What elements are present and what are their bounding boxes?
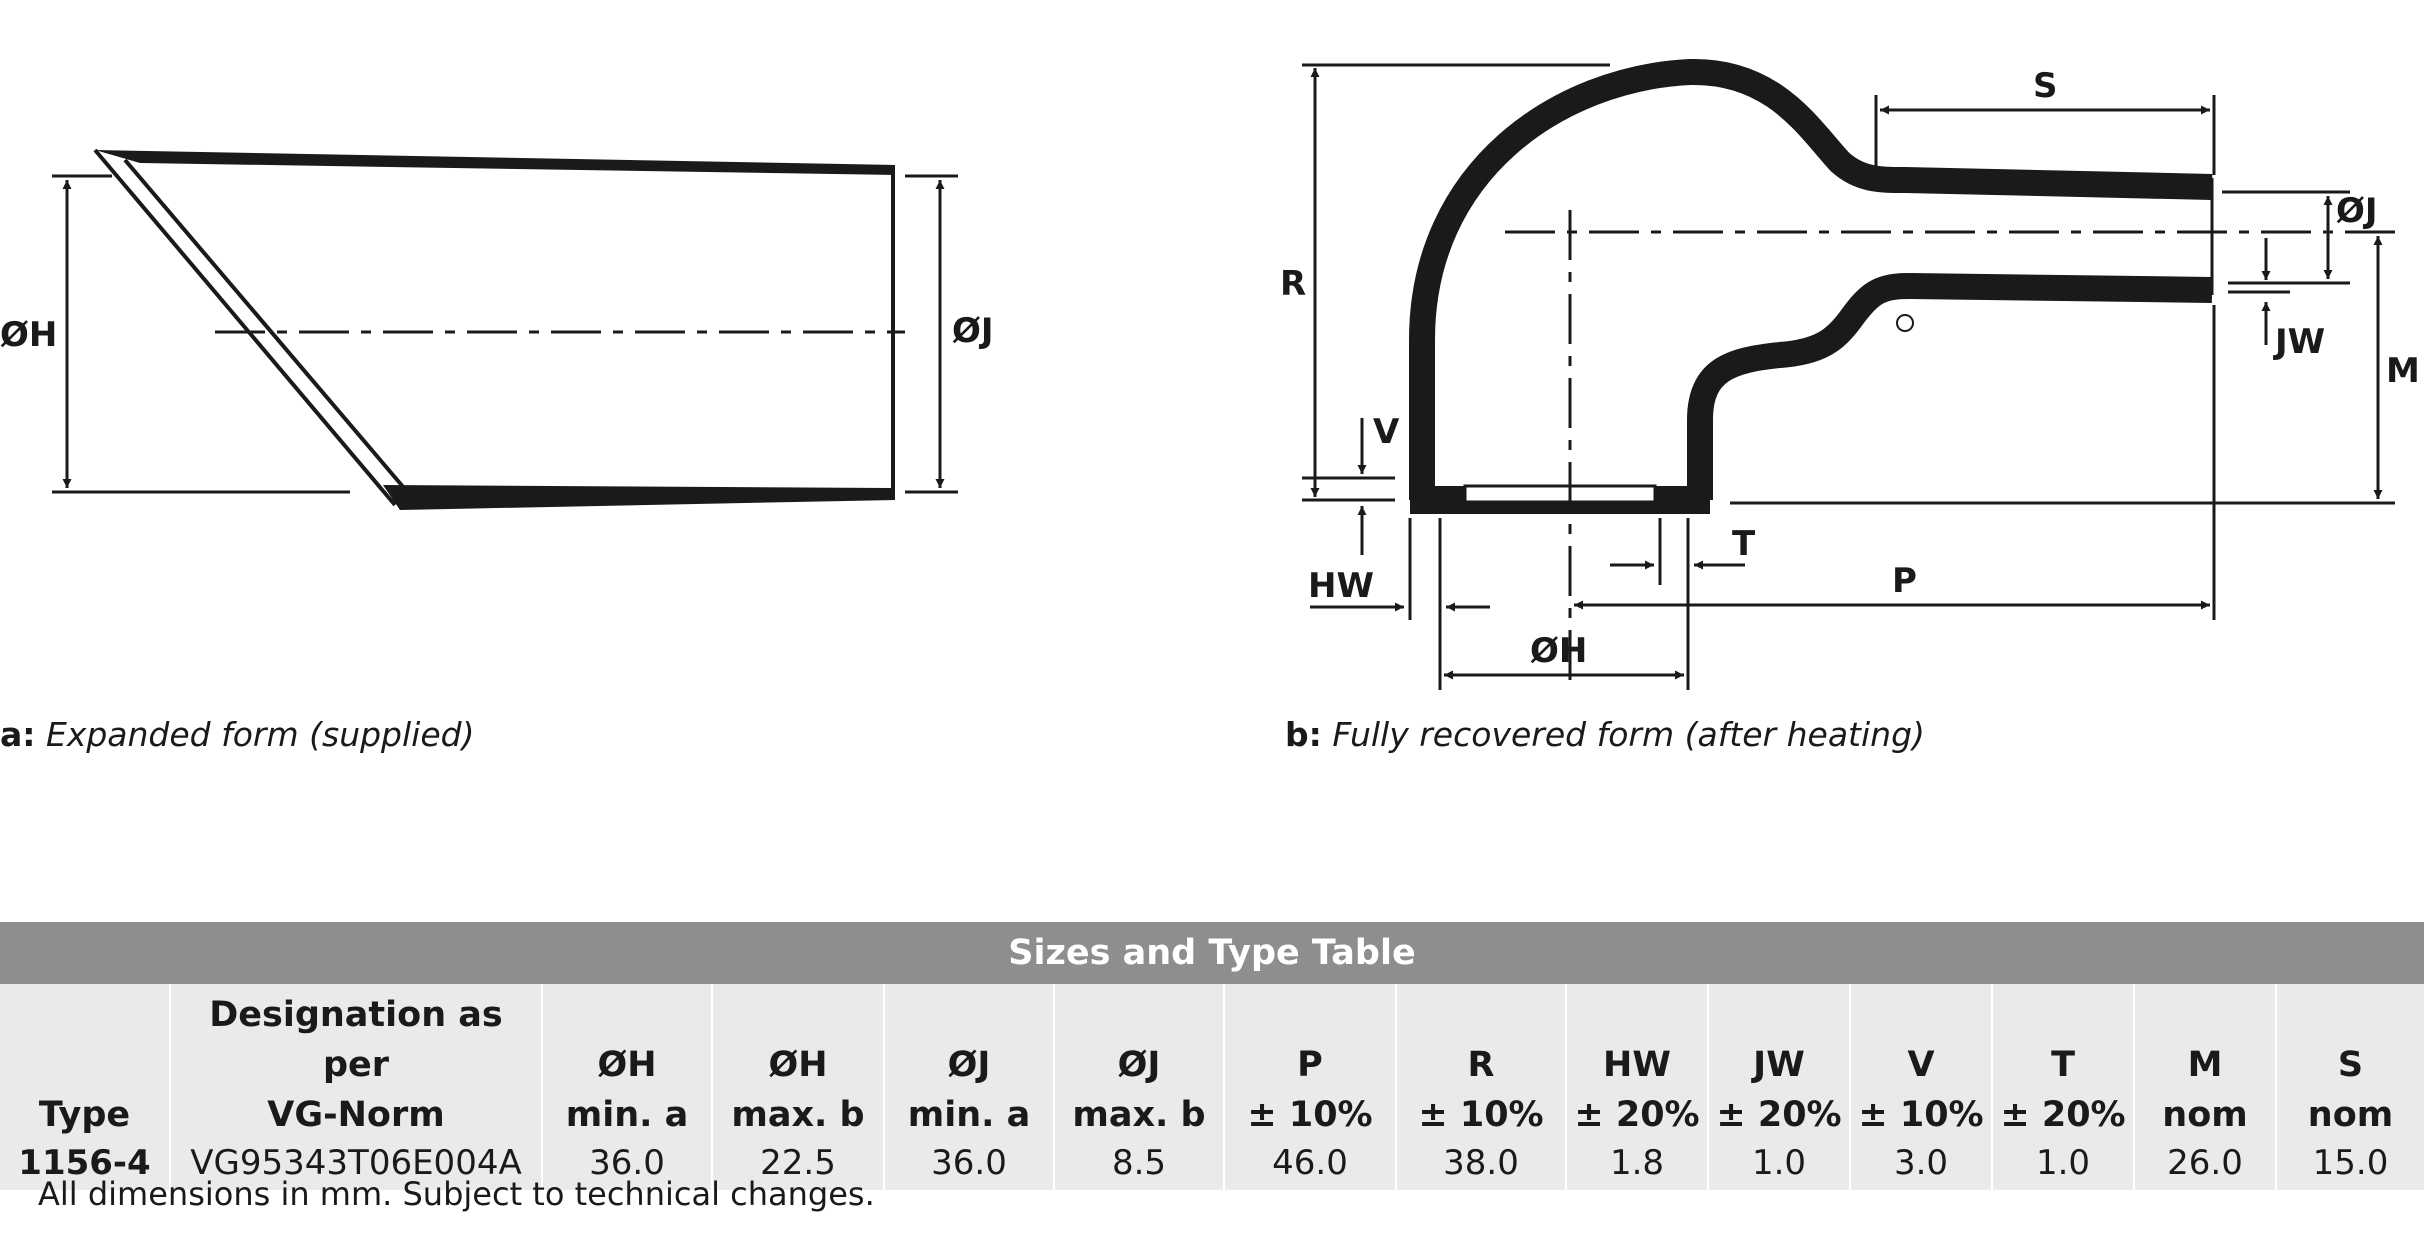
label-s: S — [2033, 66, 2058, 106]
table-cell: 22.5 — [711, 1140, 884, 1190]
table-cell: 36.0 — [883, 1140, 1054, 1190]
label-t: T — [1732, 524, 1756, 564]
caption-a-prefix: a: — [0, 715, 36, 754]
table-cell: 1.8 — [1565, 1140, 1708, 1190]
column-header: R ± 10% — [1395, 984, 1566, 1140]
column-header-line2: ± 20% — [2000, 1095, 2126, 1135]
label-j-a: ØJ — [952, 311, 994, 351]
column-header: ØH max. b — [711, 984, 884, 1140]
table-cell: VG95343T06E004A — [169, 1140, 542, 1190]
column-header-line2: Type — [38, 1095, 131, 1135]
column-header-line2: ± 20% — [1574, 1095, 1700, 1135]
table-cell: 36.0 — [541, 1140, 712, 1190]
table-cell: 1.0 — [1991, 1140, 2134, 1190]
column-header-line1: Designation as per — [209, 995, 503, 1085]
column-header-line1: ØH — [768, 1045, 828, 1085]
label-m: M — [2386, 351, 2420, 391]
sleeve-bottom-wall — [383, 485, 895, 510]
column-header: V ± 10% — [1849, 984, 1992, 1140]
figure-b-recovered-form — [1302, 58, 2395, 690]
column-header-line1: T — [2051, 1045, 2075, 1085]
column-header-line2: nom — [2162, 1095, 2248, 1135]
column-header-line1: R — [1467, 1045, 1495, 1085]
column-header-line1: ØJ — [1117, 1045, 1161, 1085]
label-j-b: ØJ — [2336, 191, 2378, 231]
column-header: ØJ min. a — [883, 984, 1054, 1140]
table-cell: 1156-4 — [18, 1143, 151, 1183]
table-cell: 26.0 — [2133, 1140, 2276, 1190]
column-header-line2: ± 10% — [1247, 1095, 1373, 1135]
column-header-line1: S — [2337, 1045, 2364, 1085]
technical-drawing: ØH ØJ — [0, 58, 2420, 690]
column-header-line1: ØJ — [947, 1045, 991, 1085]
caption-b-text: Fully recovered form (after heating) — [1332, 715, 1925, 754]
column-header: T ± 20% — [1991, 984, 2134, 1140]
column-header-line2: max. b — [731, 1095, 865, 1135]
column-header: Type — [0, 984, 170, 1140]
column-header-line1: ØH — [597, 1045, 657, 1085]
label-v: V — [1373, 412, 1400, 452]
table-cell: 46.0 — [1223, 1140, 1396, 1190]
column-header-line2: ± 10% — [1418, 1095, 1544, 1135]
table-cell: 15.0 — [2275, 1140, 2424, 1190]
table-cell: 3.0 — [1849, 1140, 1992, 1190]
column-header-line2: min. a — [907, 1095, 1031, 1135]
column-header: ØH min. a — [541, 984, 712, 1140]
column-header: P ± 10% — [1223, 984, 1396, 1140]
column-header-line1 — [0, 1040, 169, 1090]
column-header-line2: ± 10% — [1858, 1095, 1984, 1135]
table-cell: 8.5 — [1053, 1140, 1224, 1190]
column-header-line2: ± 20% — [1716, 1095, 1842, 1135]
column-header-line1: M — [2187, 1045, 2223, 1085]
sizes-table-section: Sizes and Type Table Type Designation as … — [0, 922, 2424, 1190]
figure-a-expanded-form — [52, 148, 958, 510]
column-header-line2: VG-Norm — [267, 1095, 445, 1135]
column-header-line1: P — [1297, 1045, 1323, 1085]
column-header-line1: HW — [1603, 1045, 1671, 1085]
caption-a: a: Expanded form (supplied) — [0, 715, 474, 754]
caption-b: b: Fully recovered form (after heating) — [1285, 715, 1925, 754]
table-cell: 38.0 — [1395, 1140, 1566, 1190]
sleeve-top-wall — [95, 150, 895, 175]
column-header-line2: min. a — [565, 1095, 689, 1135]
column-header-line1: JW — [1753, 1045, 1805, 1085]
column-header-line2: nom — [2307, 1095, 2394, 1135]
column-header-line1: V — [1907, 1045, 1935, 1085]
label-r: R — [1280, 264, 1306, 304]
column-header-line2: max. b — [1072, 1095, 1206, 1135]
label-jw: JW — [2273, 322, 2325, 362]
table-cell: 1.0 — [1707, 1140, 1850, 1190]
column-header: ØJ max. b — [1053, 984, 1224, 1140]
footnote: All dimensions in mm. Subject to technic… — [38, 1175, 875, 1213]
label-h-b: ØH — [1530, 631, 1587, 671]
column-header: JW ± 20% — [1707, 984, 1850, 1140]
label-hw: HW — [1308, 566, 1374, 606]
column-header: HW ± 20% — [1565, 984, 1708, 1140]
caption-b-prefix: b: — [1285, 715, 1322, 754]
label-p: P — [1892, 561, 1917, 601]
caption-a-text: Expanded form (supplied) — [45, 715, 475, 754]
table-title: Sizes and Type Table — [0, 922, 2424, 984]
label-h-a: ØH — [0, 315, 57, 355]
